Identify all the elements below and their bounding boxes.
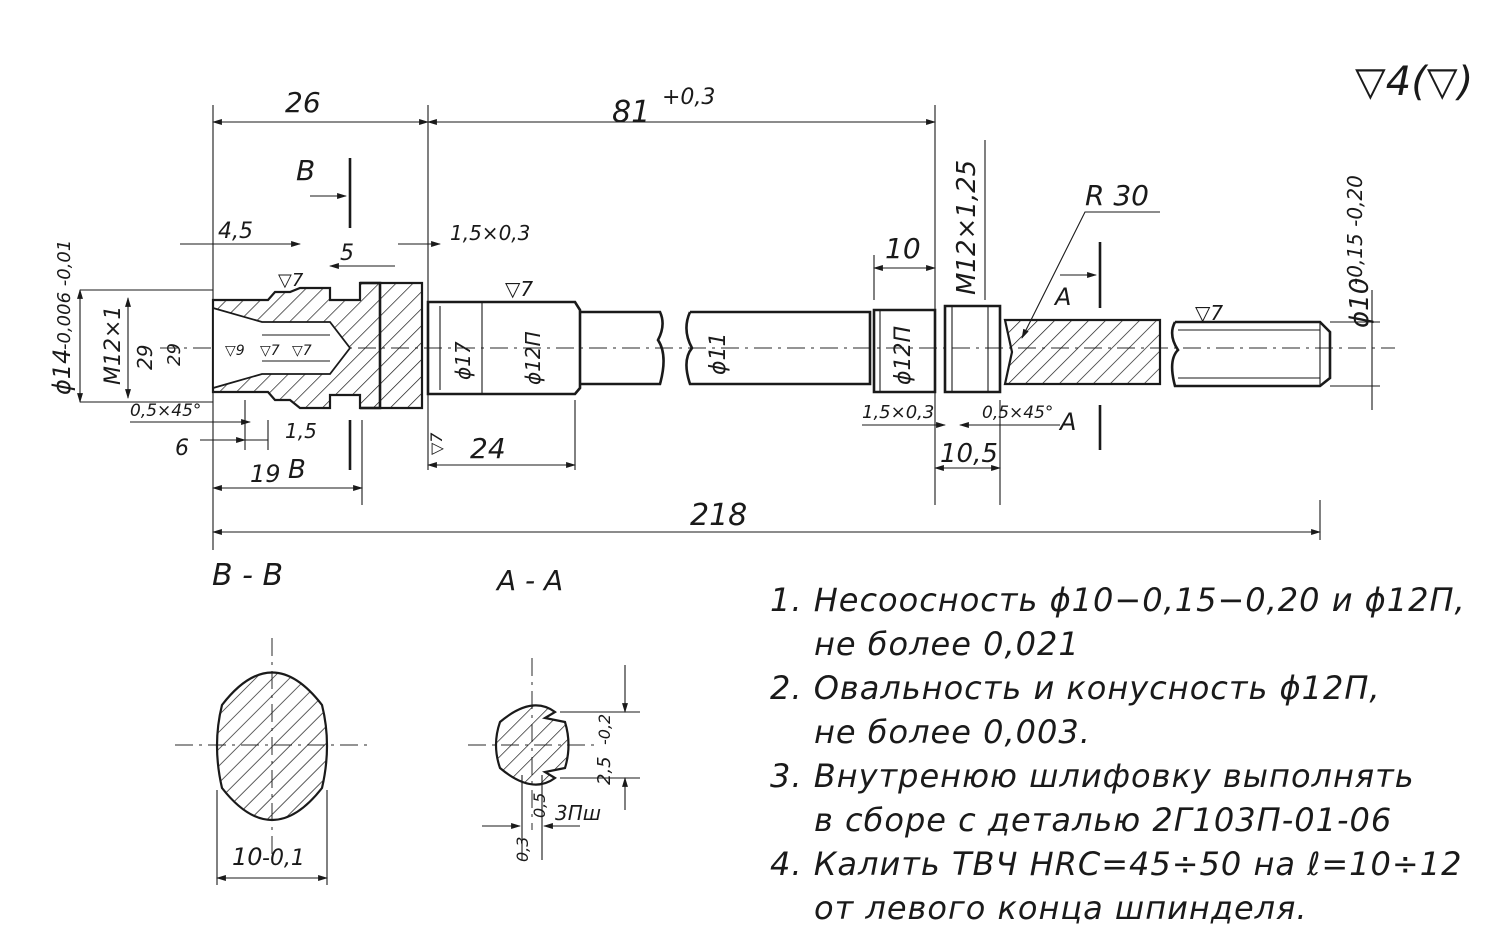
section-aa-profile bbox=[494, 704, 570, 786]
note-1-line-1: 1. Несоосность ϕ10−0,15−0,20 и ϕ12П, bbox=[770, 581, 1466, 619]
finish-mark-7-f: ▽7 bbox=[427, 432, 446, 455]
dim-bb-10-tol: -0,1 bbox=[262, 846, 305, 871]
left-bore bbox=[212, 306, 352, 390]
dim-aa-3psh: 3Пш bbox=[555, 801, 601, 825]
note-3-line-1: 3. Внутренюю шлифовку выполнять bbox=[770, 757, 1415, 795]
note-1-line-2: не более 0,021 bbox=[814, 625, 1080, 663]
finish-mark-9: ▽9 bbox=[225, 343, 245, 359]
section-mark-b-top: B bbox=[296, 154, 315, 187]
thread-m12x125 bbox=[943, 304, 1002, 394]
section-mark-b-bottom: B bbox=[288, 455, 306, 485]
note-3-line-2: в сборе с деталью 2Г103П-01-06 bbox=[814, 801, 1393, 839]
spindle-main-view bbox=[160, 281, 1395, 410]
note-2-line-1: 2. Овальность и конусность ϕ12П, bbox=[770, 669, 1381, 707]
dim-1-5: 1,5 bbox=[285, 419, 317, 443]
dim-29-a: 29 bbox=[133, 345, 157, 370]
r30-section bbox=[1003, 318, 1162, 386]
dim-4-5: 4,5 bbox=[218, 219, 253, 244]
finish-mark-7-d: ▽7 bbox=[260, 343, 280, 359]
dim-d14-tol: -0,006 -0,01 bbox=[54, 240, 75, 350]
section-mark-a-top: A bbox=[1053, 283, 1071, 311]
section-bb bbox=[175, 638, 372, 885]
dim-d12p-b: ϕ12П bbox=[891, 326, 916, 385]
finish-mark-7-b: ▽7 bbox=[505, 277, 533, 301]
note-4-line-2: от левого конца шпинделя. bbox=[814, 889, 1308, 927]
shaft-d10-end bbox=[1170, 320, 1332, 388]
finish-mark-7-c: ▽7 bbox=[1195, 301, 1223, 325]
dim-0-5x45-right: 0,5×45° bbox=[982, 403, 1053, 423]
dim-0-5x45-left: 0,5×45° bbox=[130, 401, 201, 421]
dim-m12x1: M12×1 bbox=[101, 306, 126, 385]
dim-d12p-a: ϕ12П bbox=[521, 331, 545, 385]
finish-mark-7-e: ▽7 bbox=[292, 343, 312, 359]
dim-d10-shaft: ϕ10 bbox=[1345, 278, 1375, 328]
dim-m12x125: M12×1,25 bbox=[952, 160, 982, 295]
dim-d11: ϕ11 bbox=[706, 332, 731, 375]
dim-24: 24 bbox=[470, 432, 506, 465]
finish-mark-7-a: ▽7 bbox=[278, 270, 304, 291]
note-4-line-1: 4. Калить ТВЧ HRC=45÷50 на ℓ=10÷12 bbox=[770, 845, 1463, 883]
dim-81-tol: +0,3 bbox=[662, 85, 715, 110]
dim-6: 6 bbox=[175, 436, 189, 461]
dimension-lines bbox=[77, 105, 1380, 550]
dim-10: 10 bbox=[885, 232, 921, 265]
dim-19: 19 bbox=[250, 460, 281, 488]
dim-10-5: 10,5 bbox=[940, 439, 998, 469]
dim-aa-2-5: 2,5 bbox=[594, 756, 615, 785]
dim-1-5x0-3-top: 1,5×0,3 bbox=[450, 221, 530, 245]
section-title-bb: B - B bbox=[212, 558, 283, 593]
dim-5: 5 bbox=[340, 241, 354, 266]
flange-outline bbox=[360, 281, 382, 410]
section-title-aa: A - A bbox=[495, 564, 563, 597]
section-bb-profile bbox=[215, 671, 329, 822]
dim-26: 26 bbox=[285, 86, 321, 119]
dim-1-5x0-3-bottom: 1,5×0,3 bbox=[862, 402, 934, 423]
note-2-line-2: не более 0,003. bbox=[814, 713, 1091, 751]
shaft-d11-right bbox=[685, 310, 872, 386]
section-mark-a-bottom: A bbox=[1058, 408, 1076, 436]
dim-d14: ϕ14 bbox=[48, 349, 76, 395]
dim-81: 81 bbox=[612, 95, 650, 130]
dim-r30: R 30 bbox=[1085, 179, 1149, 212]
dim-aa-0-3: 0,3 bbox=[513, 837, 532, 862]
surface-finish-main: ▽4(▽) bbox=[1355, 59, 1473, 105]
shaft-d11-left bbox=[580, 310, 665, 386]
dim-aa-2-5-tol: -0,2 bbox=[595, 714, 614, 745]
dim-218: 218 bbox=[690, 498, 747, 533]
dim-29-b: 29 bbox=[164, 343, 185, 366]
dim-d10-shaft-tol: -0,15 -0,20 bbox=[1343, 175, 1367, 285]
section-aa bbox=[468, 658, 640, 860]
section-cut-marks bbox=[310, 158, 1102, 470]
technical-notes: 1. Несоосность ϕ10−0,15−0,20 и ϕ12П, не … bbox=[770, 578, 1495, 930]
dim-bb-10: 10 bbox=[232, 843, 263, 871]
dim-aa-0-5: 0,5 bbox=[530, 793, 549, 818]
dim-d17: ϕ17 bbox=[451, 341, 475, 380]
